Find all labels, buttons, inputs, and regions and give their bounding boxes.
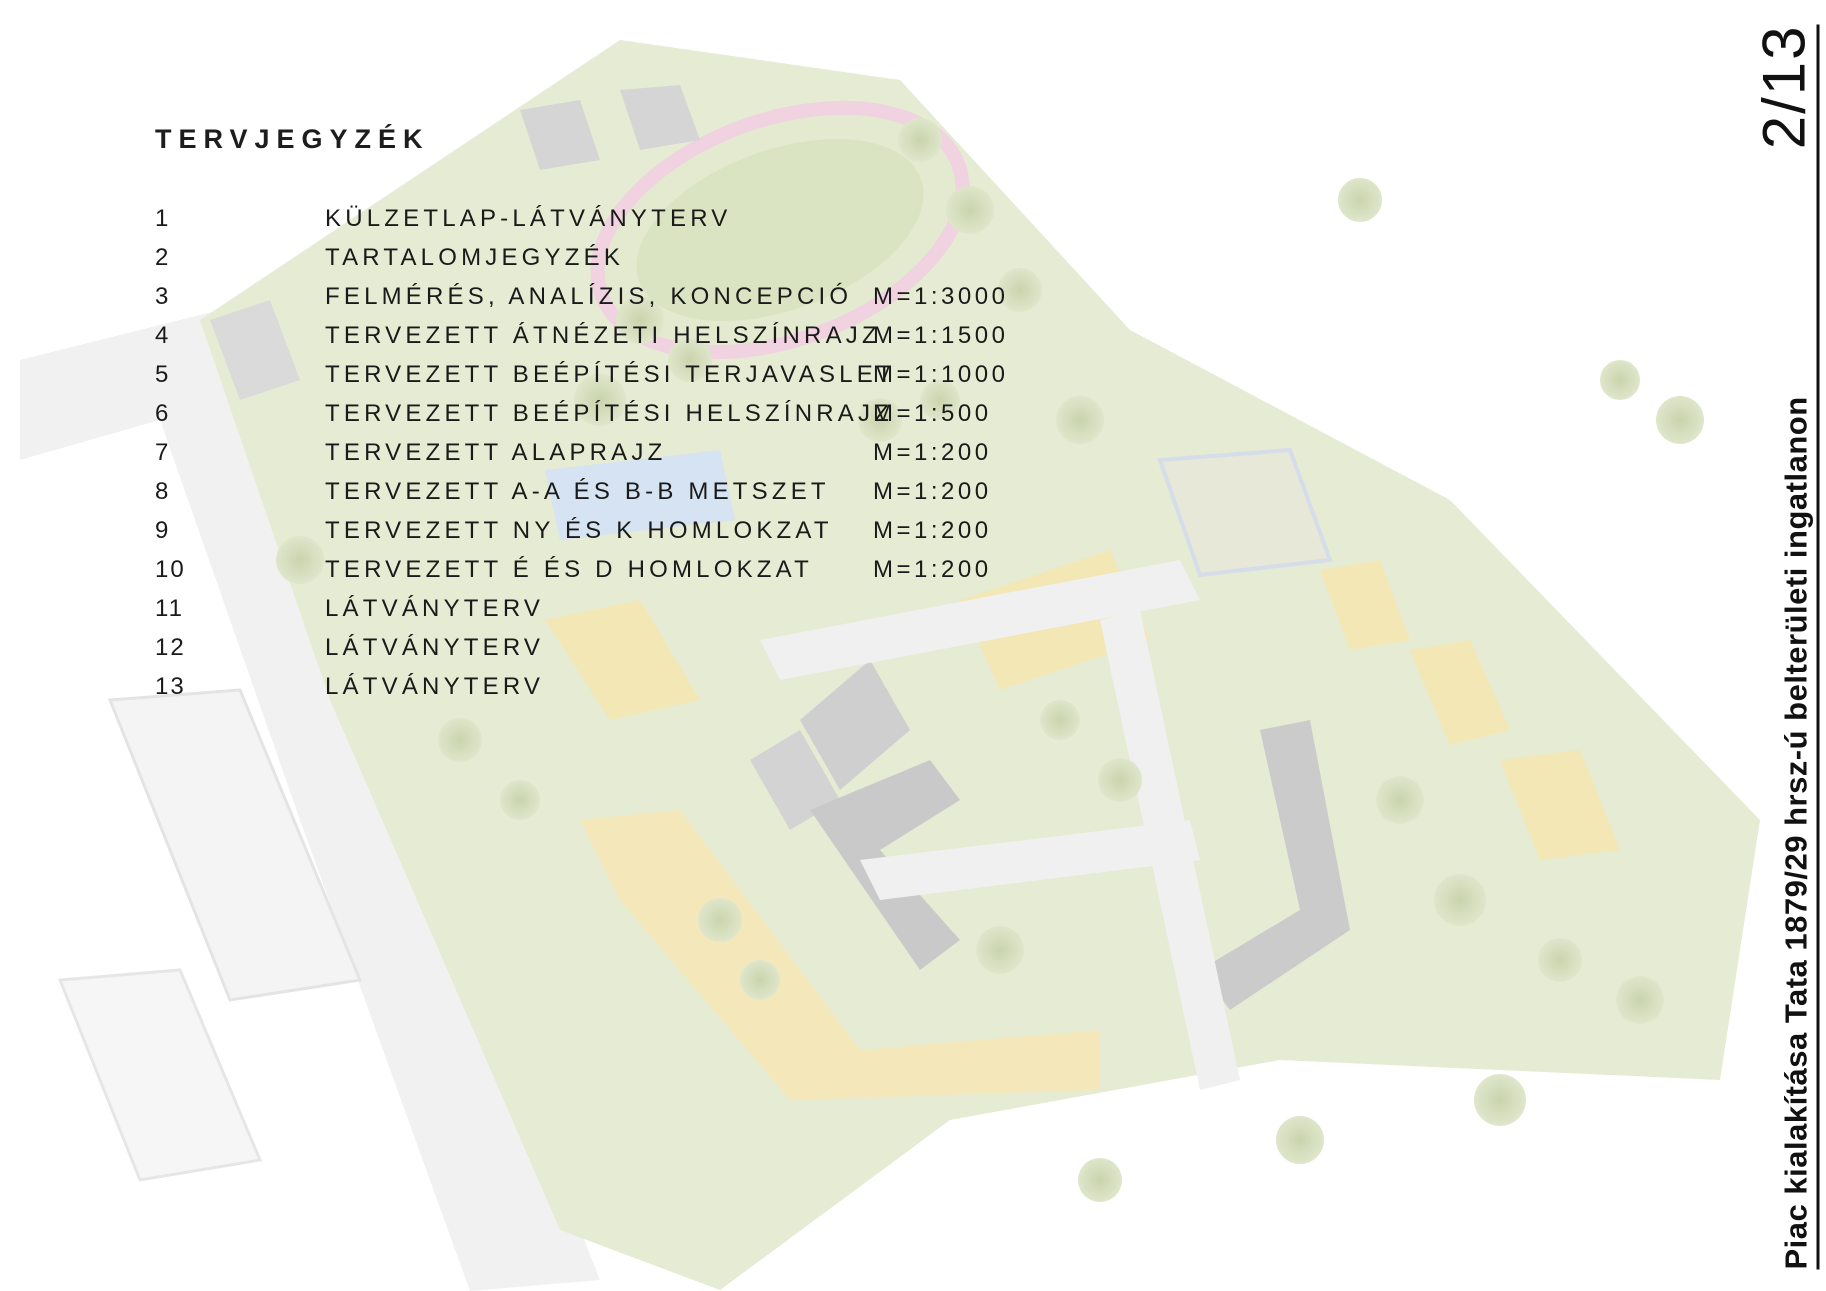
drawing-number: 12 xyxy=(155,634,186,661)
building-outline-west xyxy=(107,688,363,1002)
drawing-number: 10 xyxy=(155,556,186,583)
drawing-scale: M=1:1000 xyxy=(873,361,1009,388)
drawing-number: 11 xyxy=(155,595,184,622)
drawing-scale: M=1:200 xyxy=(873,478,992,505)
drawing-number: 5 xyxy=(155,361,171,388)
building-dark-6 xyxy=(620,85,700,150)
road-west xyxy=(20,300,600,1291)
drawing-title: TERVEZETT NY ÉS K HOMLOKZAT xyxy=(325,517,833,544)
project-title: Piac kialakítása Tata 1879/29 hrsz-ú bel… xyxy=(1778,396,1814,1270)
building-dark-2 xyxy=(750,730,840,830)
drawing-title: TARTALOMJEGYZÉK xyxy=(325,244,625,271)
drawing-title: LÁTVÁNYTERV xyxy=(325,673,545,700)
drawing-scale: M=1:200 xyxy=(873,556,992,583)
drawing-title: KÜLZETLAP-LÁTVÁNYTERV xyxy=(325,205,732,232)
drawing-number: 6 xyxy=(155,400,171,427)
drawing-scale: M=1:200 xyxy=(873,517,992,544)
building-dark-4 xyxy=(1200,720,1350,1010)
drawing-number: 9 xyxy=(155,517,171,544)
sheet-title: TERVJEGYZÉK xyxy=(155,124,430,154)
building-dark-1 xyxy=(800,660,910,790)
drawing-title: TERVEZETT ÁTNÉZETI HELSZÍNRAJZ xyxy=(325,322,881,349)
drawing-title: TERVEZETT BEÉPÍTÉSI TERJAVASLET xyxy=(325,361,896,388)
drawing-scale: M=1:1500 xyxy=(873,322,1009,349)
building-yellow-4 xyxy=(1320,560,1410,650)
drawing-number: 3 xyxy=(155,283,171,310)
drawing-title: TERVEZETT É ÉS D HOMLOKZAT xyxy=(325,556,813,583)
drawing-number: 4 xyxy=(155,322,171,349)
building-yellow-6 xyxy=(1500,750,1620,860)
pond xyxy=(545,450,735,540)
drawing-scale: M=1:500 xyxy=(873,400,992,427)
title-block: Piac kialakítása Tata 1879/29 hrsz-ú bel… xyxy=(1750,24,1822,1270)
drawing-title: TERVEZETT ALAPRAJZ xyxy=(325,439,667,466)
drawing-number: 8 xyxy=(155,478,171,505)
solar-roof xyxy=(1157,447,1333,578)
building-yellow-3 xyxy=(580,810,1100,1100)
drawing-number: 1 xyxy=(155,205,171,232)
building-dark-7 xyxy=(210,300,300,400)
internal-road-3 xyxy=(1100,610,1240,1090)
sports-field xyxy=(636,138,924,322)
internal-road-1 xyxy=(760,560,1200,680)
tree-canopies xyxy=(276,118,1704,1202)
drawing-number: 2 xyxy=(155,244,171,271)
page-number: 2/13 xyxy=(1750,24,1818,150)
building-dark-5 xyxy=(520,100,600,170)
building-yellow-2 xyxy=(545,600,700,720)
drawing-scale: M=1:200 xyxy=(873,439,992,466)
drawing-number: 7 xyxy=(155,439,171,466)
drawing-title: LÁTVÁNYTERV xyxy=(325,634,545,661)
title-strip: Piac kialakítása Tata 1879/29 hrsz-ú bel… xyxy=(1750,24,1820,1270)
internal-road-2 xyxy=(860,820,1200,900)
drawing-title: LÁTVÁNYTERV xyxy=(325,595,545,622)
building-outline-sw xyxy=(57,968,263,1182)
drawing-scale: M=1:3000 xyxy=(873,283,1009,310)
drawing-number: 13 xyxy=(155,673,186,700)
drawing-title: TERVEZETT BEÉPÍTÉSI HELSZÍNRAJZ xyxy=(325,400,894,427)
drawing-title: FELMÉRÉS, ANALÍZIS, KONCEPCIÓ xyxy=(325,283,853,310)
drawing-title: TERVEZETT A-A ÉS B-B METSZET xyxy=(325,478,830,505)
building-yellow-5 xyxy=(1410,640,1510,745)
parcel-area xyxy=(200,40,1760,1290)
